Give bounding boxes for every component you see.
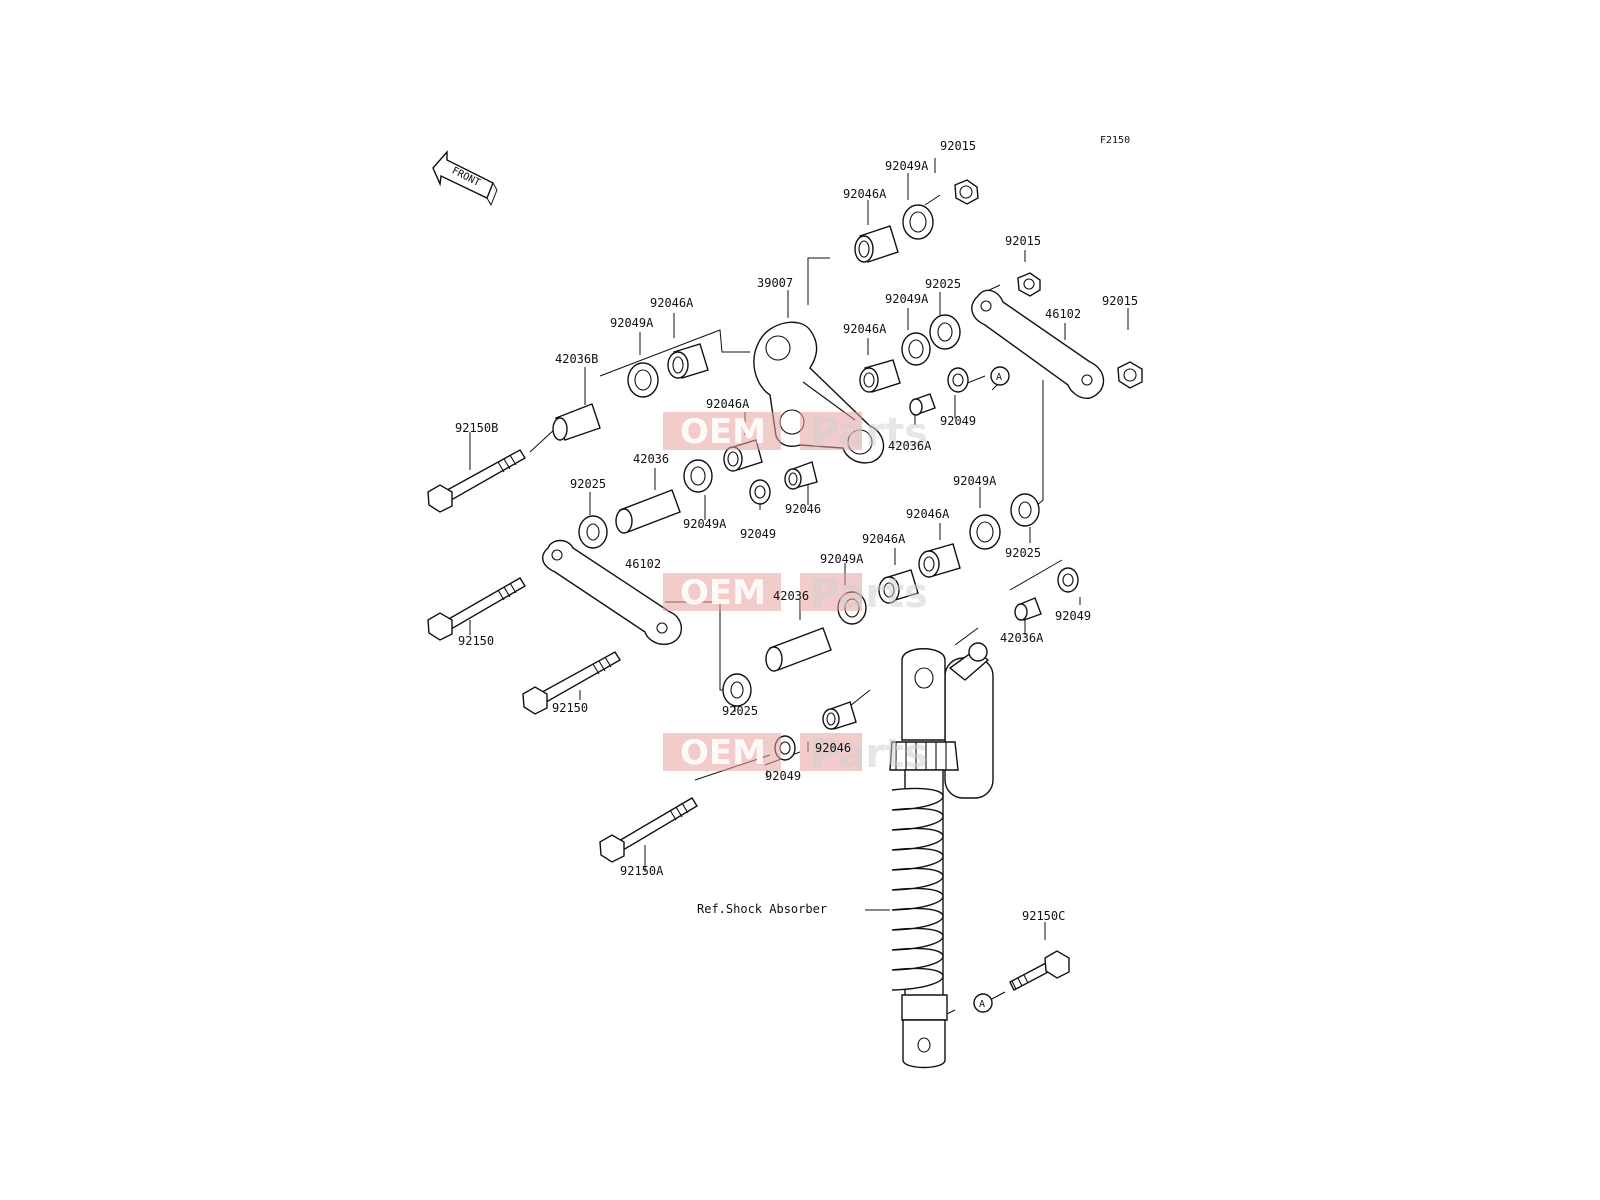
nut-92015-right (1117, 361, 1143, 389)
washer-92049A-low (683, 459, 713, 493)
connector-a-top: A (990, 366, 1010, 386)
callout-92049-far: 92049 (1055, 609, 1091, 623)
callout-92150A: 92150A (620, 864, 664, 878)
callout-92046-top: 92046 (785, 502, 821, 516)
watermark-3-parts: Parts (810, 731, 928, 777)
callout-92049A-low: 92049A (683, 517, 727, 531)
collar-42036-mid (765, 627, 832, 672)
callout-92049-bot: 92049 (765, 769, 801, 783)
callout-42036A-top: 42036A (888, 439, 932, 453)
collar-42036A-top (909, 393, 936, 416)
callout-92049A-top: 92049A (885, 159, 929, 173)
callout-92046A-mid: 92046A (843, 322, 887, 336)
watermark-1-oem: OEM (680, 412, 766, 452)
nut-92015-mid (1017, 272, 1041, 297)
washer-92049-low (749, 479, 771, 505)
bolt-92150-a (427, 577, 526, 641)
bearing-92046A-r1 (918, 543, 961, 578)
callout-92046A-low: 92046A (706, 397, 750, 411)
callout-92025-right: 92025 (1005, 546, 1041, 560)
bearing-92046A-mid (859, 359, 901, 393)
connector-a-bottom-label: A (979, 999, 985, 1010)
washer-92049A-right (969, 514, 1001, 550)
callout-92150C: 92150C (1022, 909, 1065, 923)
callout-46102-right: 46102 (1045, 307, 1081, 321)
callout-92150-b: 92150 (552, 701, 588, 715)
callout-92049-right: 92049 (940, 414, 976, 428)
collar-42036-top (615, 489, 681, 534)
callout-92049A-mid: 92049A (885, 292, 929, 306)
callout-92046-low: 92046 (815, 741, 851, 755)
watermark-2-oem: OEM (680, 573, 766, 613)
figure-code: F2150 (1100, 135, 1130, 146)
callout-92015-top: 92015 (940, 139, 976, 153)
washer-92049-right (947, 367, 969, 393)
callout-92049A-left: 92049A (610, 316, 654, 330)
shock-absorber (889, 642, 994, 1069)
callout-92049A-r3: 92049A (820, 552, 864, 566)
bearing-92046-top (784, 461, 818, 490)
tie-rod-46102-left (542, 539, 683, 646)
callout-92015-mid: 92015 (1005, 234, 1041, 248)
connector-a-bottom: A (973, 993, 993, 1013)
washer-92049A-mid (901, 332, 931, 366)
front-arrow-icon: FRONT (432, 150, 498, 207)
bolt-92150B (427, 449, 526, 513)
callout-92015-right: 92015 (1102, 294, 1138, 308)
callout-42036-mid: 42036 (773, 589, 809, 603)
bolt-92150C (1009, 950, 1070, 991)
collar-42036B (552, 403, 601, 441)
callout-92025-top: 92025 (925, 277, 961, 291)
washer-92049A-left (627, 362, 659, 398)
bearing-92046A-top (854, 225, 899, 263)
ref-shock-absorber: Ref.Shock Absorber (697, 902, 827, 916)
callout-39007: 39007 (757, 276, 793, 290)
bolt-92150A (599, 797, 698, 863)
washer-92025-right (1010, 493, 1040, 527)
callout-92046A-top: 92046A (843, 187, 887, 201)
watermark-1: OEM Parts (663, 410, 928, 456)
bearing-92046A-left (667, 343, 709, 379)
bearing-92046-low (822, 701, 857, 730)
watermark-2-parts: Parts (810, 571, 928, 617)
callout-92150-a: 92150 (458, 634, 494, 648)
callout-92049A-right: 92049A (953, 474, 997, 488)
callout-92150B: 92150B (455, 421, 498, 435)
callout-42036B: 42036B (555, 352, 598, 366)
washer-92049A-top (902, 204, 934, 240)
nut-92015-top (954, 179, 979, 205)
watermark-3-oem: OEM (680, 733, 766, 773)
bolt-92150-b (522, 651, 621, 715)
tie-rod-46102-right (971, 289, 1105, 399)
collar-42036A-low (1014, 597, 1042, 621)
callout-42036-top: 42036 (633, 452, 669, 466)
watermark-2: OEM Parts (663, 571, 928, 617)
bearing-92046A-r2 (878, 569, 919, 604)
callout-92046A-r1: 92046A (906, 507, 950, 521)
callout-92025-left: 92025 (570, 477, 606, 491)
connector-a-top-label: A (996, 372, 1002, 383)
callout-92046A-r2: 92046A (862, 532, 906, 546)
watermark-3: OEM Parts (663, 731, 928, 777)
callout-42036A-low: 42036A (1000, 631, 1044, 645)
washer-92025-top (929, 314, 961, 350)
callout-92025-low: 92025 (722, 704, 758, 718)
washer-92025-left (578, 515, 608, 549)
callout-92049-low: 92049 (740, 527, 776, 541)
callout-92046A-left: 92046A (650, 296, 694, 310)
watermark-1-parts: Parts (810, 410, 928, 456)
washer-92049-far (1057, 567, 1079, 593)
washer-92025-low (722, 673, 752, 707)
callout-46102-left: 46102 (625, 557, 661, 571)
callout-labels: 92015 92049A 92046A 92015 92025 92015 39… (455, 139, 1138, 923)
